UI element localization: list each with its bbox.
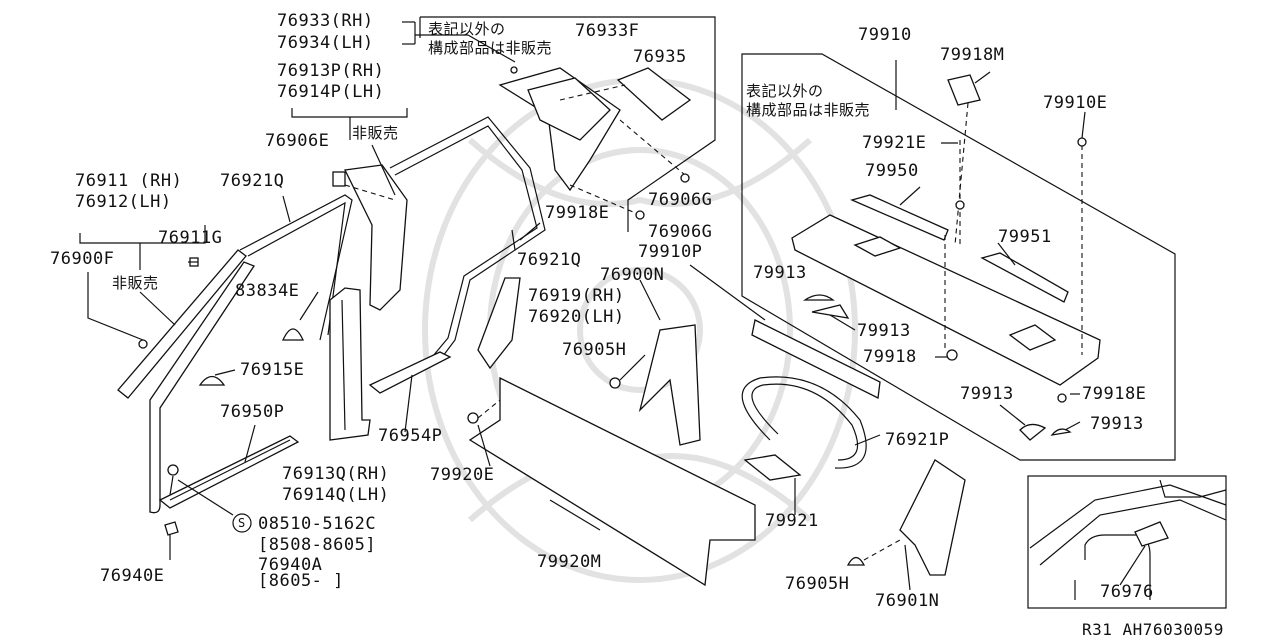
label-79951: 79951 xyxy=(998,227,1052,247)
box1-note-line1: 表記以外の xyxy=(428,20,506,38)
label-76914P: 76914P(LH) xyxy=(277,82,385,102)
clip-76940E xyxy=(164,521,179,536)
label-76921Q-b: 76921Q xyxy=(517,250,582,270)
box2-note-line1: 表記以外の xyxy=(746,82,824,100)
label-76905H-a: 76905H xyxy=(562,340,627,360)
label-79918: 79918 xyxy=(863,347,917,367)
part-76919 xyxy=(477,277,521,370)
label-76940A-range: [8605- ] xyxy=(258,571,344,591)
label-76933: 76933(RH) xyxy=(277,11,374,31)
screw-icon xyxy=(167,464,179,476)
part-76900N xyxy=(638,324,701,446)
label-76912: 76912(LH) xyxy=(75,192,172,212)
label-76900F: 76900F xyxy=(50,249,115,269)
part-83834E xyxy=(281,328,305,341)
label-76914Q: 76914Q(LH) xyxy=(282,485,390,505)
label-76913Q: 76913Q(RH) xyxy=(282,464,390,484)
part-79920M xyxy=(468,376,756,587)
part-76901N xyxy=(899,459,966,576)
label-79910E: 79910E xyxy=(1043,93,1108,113)
label-not-sold-a: 非販売 xyxy=(352,124,399,142)
part-79921 xyxy=(743,454,802,481)
label-76900N: 76900N xyxy=(600,265,665,285)
label-76905H-b: 76905H xyxy=(785,574,850,594)
label-not-sold-b: 非販売 xyxy=(112,274,159,292)
label-79913-d: 79913 xyxy=(1090,414,1144,434)
label-76920: 76920(LH) xyxy=(528,307,625,327)
label-79950: 79950 xyxy=(865,161,919,181)
label-screw-range: [8508-8605] xyxy=(258,535,377,555)
part-76954P xyxy=(368,351,452,394)
label-76950P: 76950P xyxy=(220,402,285,422)
clip-76900F xyxy=(138,339,148,349)
part-76913P xyxy=(332,164,408,311)
part-79910-shelf xyxy=(791,74,1101,441)
box1-note-line2: 構成部品は非販売 xyxy=(428,39,553,57)
label-76913P: 76913P(RH) xyxy=(277,61,385,81)
label-76921Q-a: 76921Q xyxy=(220,171,285,191)
leader-lines xyxy=(79,21,1086,591)
label-79920M: 79920M xyxy=(537,552,602,572)
label-76919: 76919(RH) xyxy=(528,286,625,306)
label-76911G: 76911G xyxy=(158,228,223,248)
label-79920E: 79920E xyxy=(430,465,495,485)
label-79918E-a: 79918E xyxy=(545,203,610,223)
part-76911 xyxy=(117,249,255,514)
label-79913-a: 79913 xyxy=(753,263,807,283)
label-79921E: 79921E xyxy=(862,133,927,153)
screw-symbol-circle xyxy=(232,513,252,533)
label-76935: 76935 xyxy=(633,47,687,67)
label-screw-code: 08510-5162C xyxy=(258,514,377,534)
label-79910P: 79910P xyxy=(638,242,703,262)
label-76933F: 76933F xyxy=(575,21,640,41)
label-79918E-b: 79918E xyxy=(1082,384,1147,404)
label-76911: 76911 (RH) xyxy=(75,171,183,191)
label-79918M: 79918M xyxy=(940,45,1005,65)
part-76921P xyxy=(741,376,867,469)
footer-code: R31 AH76030059 xyxy=(1082,620,1224,638)
label-83834E: 83834E xyxy=(235,281,300,301)
part-79910P xyxy=(751,319,881,399)
box-kit-79910 xyxy=(741,53,1176,461)
part-76935 xyxy=(616,67,692,121)
label-76906E: 76906E xyxy=(265,131,330,151)
inset-drawing xyxy=(1029,479,1227,600)
label-76906G-b: 76906G xyxy=(648,222,713,242)
label-79913-b: 79913 xyxy=(857,321,911,341)
label-76940E: 76940E xyxy=(100,566,165,586)
label-76940A: 76940A xyxy=(258,555,323,575)
label-76915E: 76915E xyxy=(240,360,305,380)
box-kit-76933 xyxy=(420,16,716,232)
label-76976: 76976 xyxy=(1100,582,1154,602)
box2-note-line2: 構成部品は非販売 xyxy=(746,101,871,119)
part-76921Q-roof xyxy=(389,116,546,361)
part-76913Q xyxy=(329,287,371,441)
label-76921P: 76921P xyxy=(885,430,950,450)
label-79913-c: 79913 xyxy=(960,384,1014,404)
part-76915E xyxy=(198,375,226,386)
label-76901N: 76901N xyxy=(875,591,940,611)
inset-box-76976 xyxy=(1027,475,1227,609)
label-76906G-a: 76906G xyxy=(648,190,713,210)
label-79921: 79921 xyxy=(765,511,819,531)
label-76934: 76934(LH) xyxy=(277,33,374,53)
label-76954P: 76954P xyxy=(378,426,443,446)
label-79910: 79910 xyxy=(858,25,912,45)
screw-symbol: S xyxy=(238,516,246,530)
